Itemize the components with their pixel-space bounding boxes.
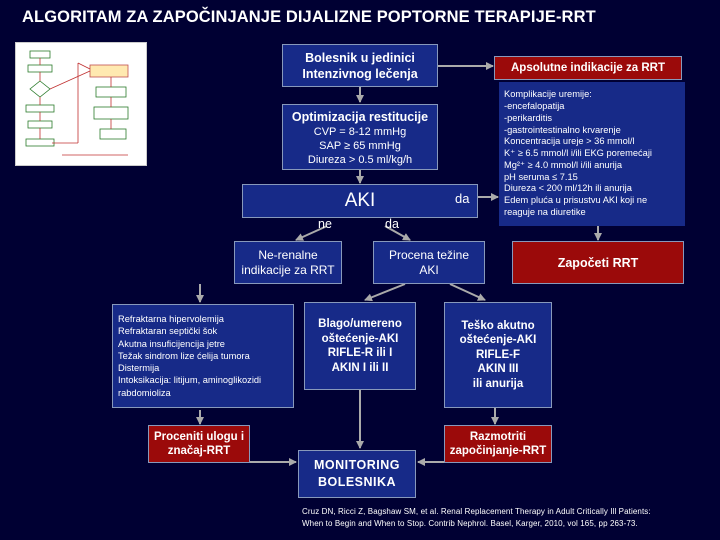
mild-line: RIFLE-R ili I bbox=[328, 346, 393, 361]
severe-line: ili anurija bbox=[473, 377, 524, 392]
absolute-item: Edem pluća u prisustvu AKI koji ne bbox=[504, 195, 647, 207]
optimization-title: Optimizacija restitucije bbox=[292, 109, 428, 125]
monitoring-line-2: BOLESNIKA bbox=[318, 474, 396, 491]
assess-line-1: Proceniti ulogu i bbox=[154, 430, 244, 445]
mild-aki-box: Blago/umereno oštećenje-AKI RIFLE-R ili … bbox=[304, 302, 416, 390]
patient-line-2: Intenzivnog lečenja bbox=[302, 66, 417, 82]
consider-line-2: započinjanje-RRT bbox=[450, 444, 546, 459]
severity-line-1: Procena težine bbox=[389, 248, 469, 263]
non-renal-item: Težak sindrom lize ćelija tumora bbox=[118, 350, 250, 362]
consider-start-box: Razmotriti započinjanje-RRT bbox=[444, 425, 552, 463]
absolute-item: Komplikacije uremije: bbox=[504, 89, 592, 101]
non-renal-item: Intoksikacija: litijum, aminoglikozidi bbox=[118, 374, 261, 386]
mild-line: oštećenje-AKI bbox=[322, 332, 399, 347]
severe-aki-box: Teško akutno oštećenje-AKI RIFLE-F AKIN … bbox=[444, 302, 552, 408]
assess-role-box: Proceniti ulogu i značaj-RRT bbox=[148, 425, 250, 463]
severe-line: Teško akutno bbox=[461, 319, 534, 334]
absolute-item: K⁺ ≥ 6.5 mmol/l i/ili EKG poremećaji bbox=[504, 148, 652, 160]
absolute-item: -perikarditis bbox=[504, 113, 552, 125]
patient-line-1: Bolesnik u jedinici bbox=[305, 50, 415, 66]
aki-yes-right-label: da bbox=[455, 191, 469, 206]
non-renal-item: Refraktaran septički šok bbox=[118, 325, 217, 337]
severe-line: AKIN III bbox=[478, 362, 519, 377]
mild-line: Blago/umereno bbox=[318, 317, 402, 332]
absolute-item: pH seruma ≤ 7.15 bbox=[504, 172, 578, 184]
target-diuresis: Diureza > 0.5 ml/kg/h bbox=[308, 153, 412, 167]
citation: Cruz DN, Ricci Z, Bagshaw SM, et al. Ren… bbox=[302, 506, 714, 530]
severe-line: RIFLE-F bbox=[476, 348, 520, 363]
absolute-indications-box: Apsolutne indikacije za RRT bbox=[494, 56, 682, 80]
mild-line: AKIN I ili II bbox=[332, 361, 389, 376]
assess-line-2: značaj-RRT bbox=[168, 444, 231, 459]
non-renal-item: Refraktarna hipervolemija bbox=[118, 313, 224, 325]
non-renal-line-2: indikacije za RRT bbox=[241, 263, 334, 278]
absolute-item: Koncentracija ureje > 36 mmol/l bbox=[504, 136, 634, 148]
severity-line-2: AKI bbox=[419, 263, 438, 278]
aki-decision-box: AKI bbox=[242, 184, 478, 218]
start-rrt-box: Započeti RRT bbox=[512, 241, 684, 284]
target-cvp: CVP = 8-12 mmHg bbox=[314, 125, 406, 139]
severe-line: oštećenje-AKI bbox=[460, 333, 537, 348]
non-renal-item: rabdomioliza bbox=[118, 387, 171, 399]
non-renal-list-box: Refraktarna hipervolemija Refraktaran se… bbox=[112, 304, 294, 408]
target-sap: SAP ≥ 65 mmHg bbox=[319, 139, 401, 153]
aki-label: AKI bbox=[345, 190, 376, 212]
citation-line-1: Cruz DN, Ricci Z, Bagshaw SM, et al. Ren… bbox=[302, 506, 714, 518]
absolute-item: Diureza < 200 ml/12h ili anurija bbox=[504, 183, 632, 195]
patient-icu-box: Bolesnik u jedinici Intenzivnog lečenja bbox=[282, 44, 438, 87]
monitoring-line-1: MONITORING bbox=[314, 457, 400, 474]
aki-no-label: ne bbox=[318, 217, 332, 231]
severity-assessment-box: Procena težine AKI bbox=[373, 241, 485, 284]
consider-line-1: Razmotriti bbox=[470, 430, 526, 445]
absolute-item: Mg²⁺ ≥ 4.0 mmol/l i/ili anurija bbox=[504, 160, 622, 172]
absolute-item: reaguje na diuretike bbox=[504, 207, 586, 219]
non-renal-line-1: Ne-renalne bbox=[258, 248, 317, 263]
non-renal-item: Akutna insuficijencija jetre bbox=[118, 338, 225, 350]
monitoring-box: MONITORING BOLESNIKA bbox=[298, 450, 416, 498]
citation-line-2: When to Begin and When to Stop. Contrib … bbox=[302, 518, 714, 530]
absolute-indications-title: Apsolutne indikacije za RRT bbox=[511, 62, 665, 74]
absolute-indications-list: Komplikacije uremije: -encefalopatija -p… bbox=[499, 82, 685, 226]
aki-yes-label: da bbox=[385, 217, 399, 231]
start-rrt-label: Započeti RRT bbox=[558, 256, 639, 270]
absolute-item: -encefalopatija bbox=[504, 101, 564, 113]
absolute-item: -gastrointestinalno krvarenje bbox=[504, 125, 621, 137]
non-renal-item: Distermija bbox=[118, 362, 159, 374]
optimization-box: Optimizacija restitucije CVP = 8-12 mmHg… bbox=[282, 104, 438, 170]
non-renal-indications-box: Ne-renalne indikacije za RRT bbox=[234, 241, 342, 284]
